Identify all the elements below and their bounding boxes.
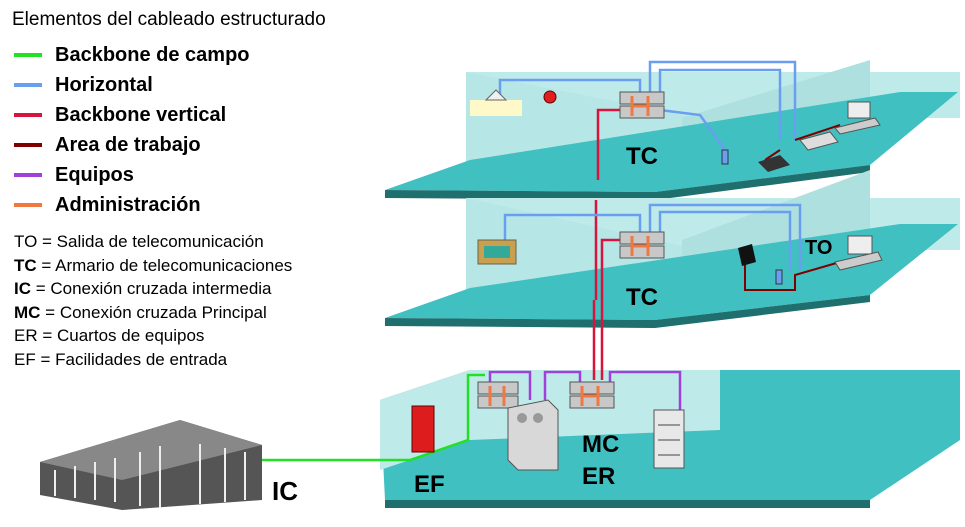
definition-text: = Cuartos de equipos bbox=[37, 326, 205, 346]
printer-icon bbox=[799, 131, 839, 151]
legend: Backbone de campo Horizontal Backbone ve… bbox=[14, 40, 250, 220]
definition-abbr: TO bbox=[14, 232, 38, 251]
label-tc-top: TC bbox=[626, 143, 658, 170]
tc-panel-mid bbox=[619, 231, 665, 259]
legend-item-equipos: Equipos bbox=[14, 160, 250, 190]
horizontal-cables-mid bbox=[503, 203, 802, 270]
entrance-box-icon bbox=[411, 405, 435, 453]
label-tc-mid: TC bbox=[626, 284, 658, 311]
label-to: TO bbox=[805, 237, 832, 259]
definition-to: TO = Salida de telecomunicación bbox=[14, 230, 292, 254]
definition-abbr: MC bbox=[14, 302, 41, 322]
floor-top-slab bbox=[385, 92, 958, 192]
campus-building-icon bbox=[40, 420, 262, 510]
legend-swatch bbox=[14, 113, 42, 117]
legend-swatch bbox=[14, 173, 42, 177]
work-area-cables bbox=[744, 124, 841, 291]
definition-text: = Conexión cruzada Principal bbox=[40, 302, 267, 322]
floor-mid-slab bbox=[385, 224, 958, 320]
definition-er: ER = Cuartos de equipos bbox=[14, 324, 292, 348]
legend-label: Area de trabajo bbox=[55, 133, 201, 156]
alarm-icon bbox=[543, 90, 557, 104]
legend-swatch bbox=[14, 83, 42, 87]
monitor-icon bbox=[834, 235, 883, 271]
computer-icon bbox=[834, 101, 881, 135]
floor-top bbox=[385, 60, 960, 200]
legend-swatch bbox=[14, 203, 42, 207]
label-ic: IC bbox=[272, 476, 298, 506]
floor-bottom-slab-edge bbox=[385, 500, 870, 508]
definition-abbr: IC bbox=[14, 279, 31, 299]
phone-icon bbox=[758, 155, 790, 172]
floor-mid-slab-edge bbox=[385, 295, 870, 328]
legend-label: Backbone de campo bbox=[55, 43, 250, 66]
definition-abbr: ER bbox=[14, 326, 38, 346]
definition-mc: MC = Conexión cruzada Principal bbox=[14, 301, 292, 325]
floor-top-slab-edge bbox=[385, 165, 870, 200]
ic-panel-bottom bbox=[477, 381, 519, 409]
definition-tc: TC = Armario de telecomunicaciones bbox=[14, 254, 292, 278]
legend-item-administracion: Administración bbox=[14, 190, 250, 220]
legend-item-backbone-vertical: Backbone vertical bbox=[14, 100, 250, 130]
horizontal-cables-top bbox=[498, 60, 797, 151]
definition-text: = Salida de telecomunicación bbox=[37, 232, 264, 251]
definitions-list: TO = Salida de telecomunicación TC = Arm… bbox=[14, 230, 292, 372]
outlet-icon bbox=[721, 149, 783, 285]
backbone-vertical-cables bbox=[592, 108, 620, 380]
definition-abbr: TC bbox=[14, 255, 37, 275]
legend-title: Elementos del cableado estructurado bbox=[12, 9, 326, 30]
label-mc: MC bbox=[582, 431, 619, 458]
antenna-box-icon bbox=[477, 239, 517, 265]
definition-text: = Facilidades de entrada bbox=[35, 349, 228, 369]
legend-label: Backbone vertical bbox=[55, 103, 227, 126]
legend-label: Administración bbox=[55, 193, 201, 216]
equipment-cables bbox=[488, 370, 682, 410]
definition-text: = Conexión cruzada intermedia bbox=[31, 279, 272, 299]
definition-abbr: EF bbox=[14, 349, 36, 369]
tc-panel-top bbox=[619, 91, 665, 119]
definition-ic: IC = Conexión cruzada intermedia bbox=[14, 277, 292, 301]
definition-ef: EF = Facilidades de entrada bbox=[14, 348, 292, 372]
definition-text: = Armario de telecomunicaciones bbox=[36, 255, 293, 275]
legend-swatch bbox=[14, 143, 42, 147]
label-ef: EF bbox=[414, 471, 445, 498]
legend-item-area-trabajo: Area de trabajo bbox=[14, 130, 250, 160]
floor-middle bbox=[385, 170, 960, 328]
legend-item-backbone-campo: Backbone de campo bbox=[14, 40, 250, 70]
camera-icon bbox=[738, 244, 756, 266]
rack-icon bbox=[653, 409, 685, 469]
legend-item-horizontal: Horizontal bbox=[14, 70, 250, 100]
mc-panel bbox=[569, 381, 615, 409]
campus-backbone-cable bbox=[262, 373, 485, 462]
label-er: ER bbox=[582, 463, 615, 490]
legend-label: Horizontal bbox=[55, 73, 153, 96]
ceiling-lamp-icon bbox=[470, 89, 522, 116]
server-icon bbox=[507, 399, 559, 471]
legend-swatch bbox=[14, 53, 42, 57]
legend-label: Equipos bbox=[55, 163, 134, 186]
